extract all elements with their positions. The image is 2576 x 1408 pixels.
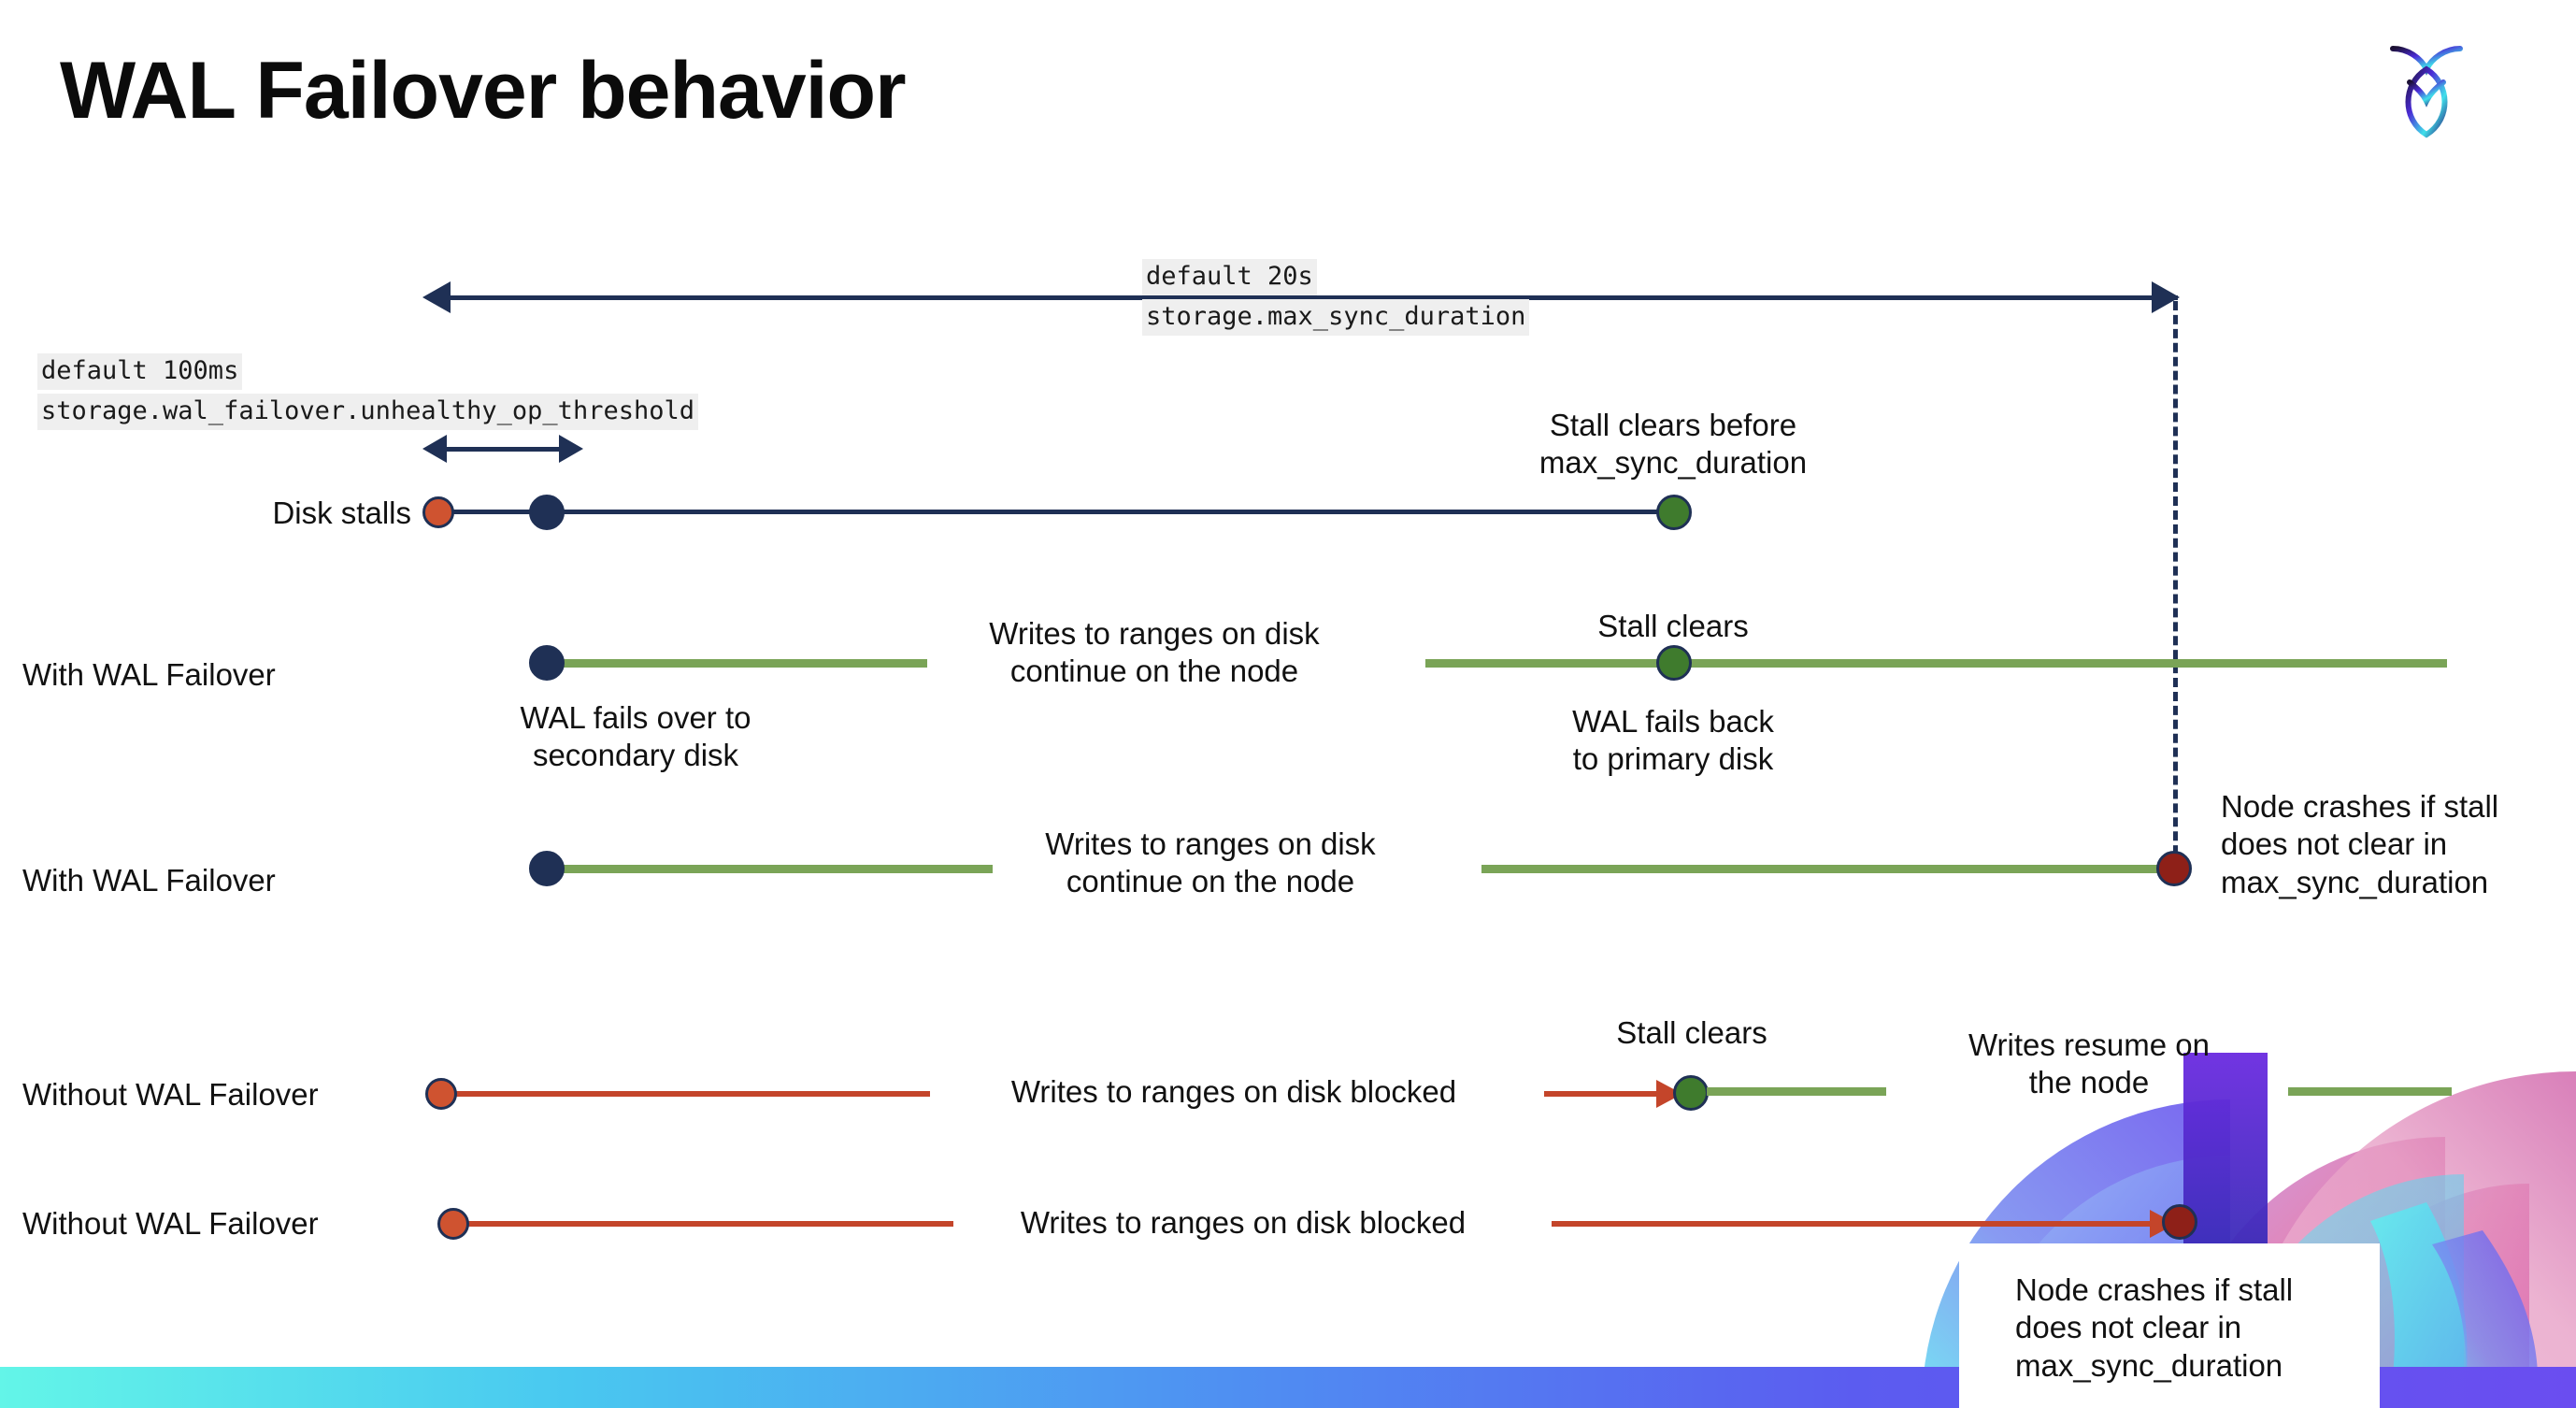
node-crashes-caption-2: Node crashes if stall does not clear in … bbox=[2015, 1272, 2294, 1383]
without-failover-2-crash-dot bbox=[2162, 1204, 2197, 1240]
without-failover-1-red-line bbox=[449, 1091, 930, 1097]
without-failover-2-red-line-2 bbox=[1552, 1221, 2180, 1227]
without-failover-1-red-line-2 bbox=[1544, 1091, 1664, 1097]
disk-stall-failover-dot bbox=[529, 495, 565, 530]
row-label-disk-stalls: Disk stalls bbox=[272, 496, 411, 530]
with-failover-2-crash-dot bbox=[2156, 851, 2192, 886]
page-title: WAL Failover behavior bbox=[60, 46, 907, 136]
unhealthy-setting-chip: storage.wal_failover.unhealthy_op_thresh… bbox=[37, 394, 698, 430]
without-failover-1-green-line bbox=[1707, 1087, 1886, 1096]
with-failover-1-green-line-left bbox=[553, 659, 927, 668]
without-failover-2-red-line bbox=[458, 1221, 953, 1227]
unhealthy-default-chip: default 100ms bbox=[37, 353, 243, 390]
max-sync-span-arrow-left bbox=[422, 281, 451, 313]
without-failover-1-clear-dot bbox=[1673, 1075, 1709, 1111]
wal-fails-back-caption: WAL fails back to primary disk bbox=[1572, 704, 1774, 777]
stall-clears-before-caption: Stall clears before max_sync_duration bbox=[1538, 408, 1808, 481]
with-failover-1-failover-dot bbox=[529, 645, 565, 681]
with-failover-1-clear-dot bbox=[1656, 645, 1692, 681]
max-sync-deadline-dashed-line bbox=[2173, 301, 2178, 883]
node-crashes-caption-1: Node crashes if stall does not clear in … bbox=[2221, 789, 2499, 899]
max-sync-duration-span-line bbox=[447, 295, 2178, 300]
writes-continue-caption-1: Writes to ranges on disk continue on the… bbox=[989, 616, 1320, 689]
with-failover-1-green-line-right bbox=[1425, 659, 2447, 668]
disk-stall-start-dot bbox=[422, 496, 454, 528]
with-failover-2-green-line-right bbox=[1481, 865, 2182, 873]
without-failover-2-stall-dot bbox=[437, 1208, 469, 1240]
writes-resume-caption: Writes resume on the node bbox=[1968, 1027, 2210, 1100]
cockroachdb-logo bbox=[2370, 30, 2483, 151]
with-failover-2-failover-dot bbox=[529, 851, 565, 886]
disk-stalls-timeline bbox=[437, 510, 1681, 514]
without-failover-1-green-line-resume bbox=[2288, 1087, 2452, 1096]
stall-clears-caption-2: Stall clears bbox=[1616, 1015, 1767, 1050]
max-sync-setting-chip: storage.max_sync_duration bbox=[1142, 299, 1530, 336]
unhealthy-threshold-span-line bbox=[447, 447, 559, 452]
writes-blocked-caption-1: Writes to ranges on disk blocked bbox=[1010, 1074, 1457, 1109]
row-label-without-wal-failover-1: Without WAL Failover bbox=[22, 1077, 319, 1112]
row-label-without-wal-failover-2: Without WAL Failover bbox=[22, 1206, 319, 1241]
writes-continue-caption-2: Writes to ranges on disk continue on the… bbox=[1045, 826, 1376, 899]
disk-stall-clear-dot bbox=[1656, 495, 1692, 530]
row-label-with-wal-failover-2: With WAL Failover bbox=[22, 863, 276, 898]
unhealthy-span-arrow-right bbox=[559, 435, 583, 463]
stall-clears-caption-1: Stall clears bbox=[1597, 609, 1749, 643]
without-failover-1-stall-dot bbox=[425, 1078, 457, 1110]
caption-mask-card-top bbox=[1959, 1243, 2380, 1408]
max-sync-default-chip: default 20s bbox=[1142, 259, 1317, 295]
with-failover-2-green-line-left bbox=[553, 865, 993, 873]
writes-blocked-caption-2: Writes to ranges on disk blocked bbox=[1020, 1205, 1467, 1240]
wal-fails-over-caption: WAL fails over to secondary disk bbox=[520, 700, 751, 773]
row-label-with-wal-failover-1: With WAL Failover bbox=[22, 657, 276, 692]
unhealthy-span-arrow-left bbox=[422, 435, 447, 463]
